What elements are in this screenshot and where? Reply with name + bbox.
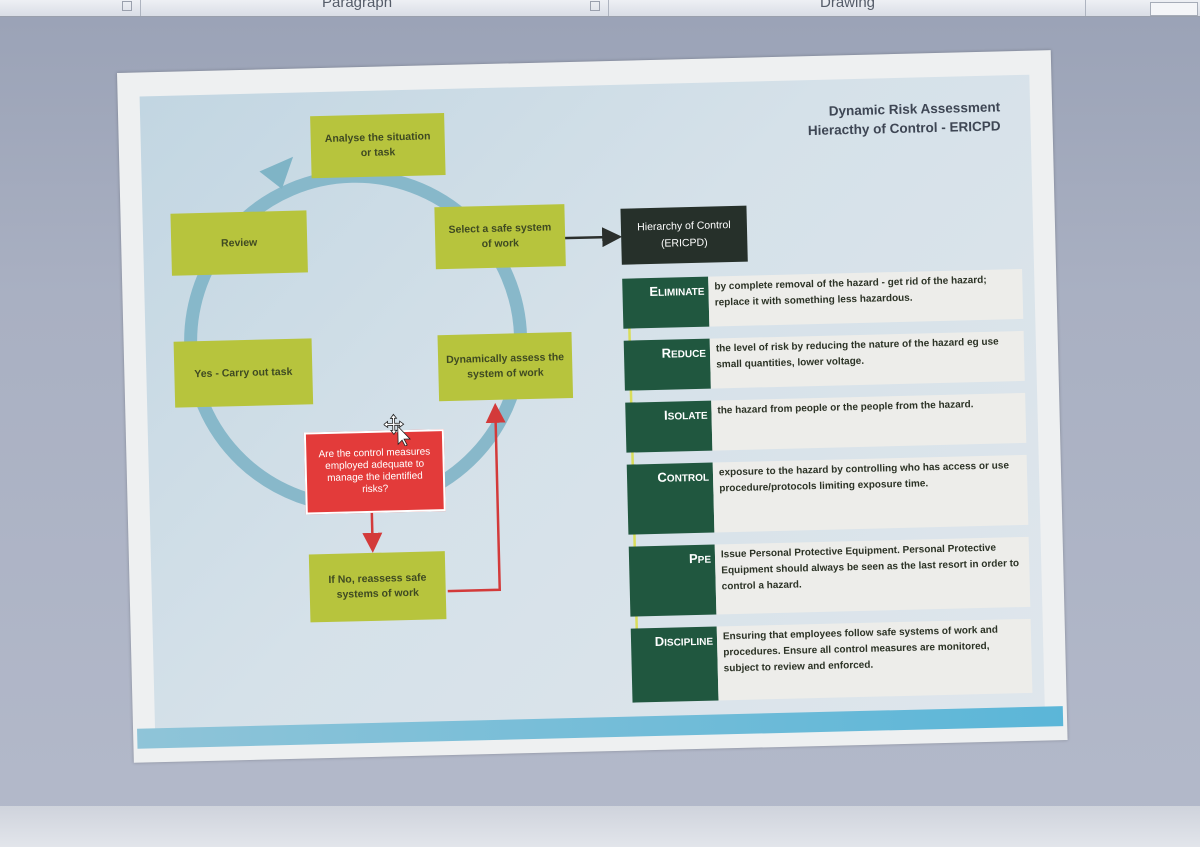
label-initial: P [688,550,698,567]
hierarchy-description: exposure to the hazard by controlling wh… [712,454,1029,533]
hierarchy-row-discipline: DISCIPLINE Ensuring that employees follo… [630,618,1033,703]
ribbon-button[interactable] [1150,2,1198,16]
node-question-text: Are the control measures employed adequa… [318,446,431,496]
hierarchy-description: the hazard from people or the people fro… [711,392,1027,451]
label-rest: ISCIPLINE [664,636,714,649]
hierarchy-header-line-1: Hierarchy of Control [637,219,731,234]
arrow-reassess-to-assess [447,402,506,593]
node-review: Review [170,210,308,276]
node-reassess-text: If No, reassess safe systems of work [328,571,427,601]
hierarchy-row-ppe: PPE Issue Personal Protective Equipment.… [628,536,1031,617]
label-rest: EDUCE [670,348,707,361]
node-review-text: Review [220,236,258,250]
hierarchy-header: Hierarchy of Control (ERICPD) [620,205,748,265]
label-initial: C [657,469,668,485]
hierarchy-label: REDUCE [623,338,711,391]
slide: Dynamic Risk Assessment Hieracthy of Con… [117,50,1068,763]
label-initial: R [661,345,672,361]
node-analyse: Analyse the situation or task [310,113,446,179]
ribbon-separator [140,0,141,16]
slide-content: Dynamic Risk Assessment Hieracthy of Con… [139,74,1045,737]
hierarchy-description: by complete removal of the hazard - get … [708,268,1024,327]
hierarchy-description: Ensuring that employees follow safe syst… [716,618,1033,701]
label-rest: PE [697,554,712,566]
node-carry-out: Yes - Carry out task [173,338,314,408]
hierarchy-row-reduce: REDUCE the level of risk by reducing the… [623,330,1025,391]
label-rest: SOLATE [667,410,708,423]
hierarchy-label: DISCIPLINE [630,626,719,703]
node-carry-out-text: Yes - Carry out task [194,365,293,380]
label-rest: ONTROL [666,472,710,485]
node-reassess: If No, reassess safe systems of work [308,551,447,623]
hierarchy-label: ELIMINATE [622,276,710,329]
hierarchy-description: the level of risk by reducing the nature… [709,330,1025,389]
dialog-launcher-icon[interactable] [122,1,132,11]
ribbon-group-drawing: Drawing [820,0,876,11]
node-dynamically-assess: Dynamically assess the system of work [437,331,574,402]
ribbon-group-paragraph: Paragraph [322,0,393,11]
label-initial: E [649,283,659,300]
node-dynamically-assess-text: Dynamically assess the system of work [446,351,565,381]
hierarchy-row-eliminate: ELIMINATE by complete removal of the haz… [622,268,1024,329]
ribbon-separator [608,0,609,16]
hierarchy-label: CONTROL [626,462,715,535]
hierarchy-row-isolate: ISOLATE the hazard from people or the pe… [625,392,1027,453]
node-analyse-text: Analyse the situation or task [324,130,431,160]
arrow-select-to-hierarchy [557,227,623,248]
hierarchy-label: PPE [628,544,717,617]
label-rest: LIMINATE [657,286,705,299]
dialog-launcher-icon[interactable] [590,1,600,11]
label-initial: D [654,633,665,650]
move-cursor-icon [383,413,411,447]
app-ribbon: Paragraph Drawing [0,0,1200,17]
ribbon-separator [1085,0,1086,16]
slide-image[interactable]: Dynamic Risk Assessment Hieracthy of Con… [117,50,1068,763]
node-question: Are the control measures employed adequa… [303,429,446,515]
hierarchy-label: ISOLATE [625,400,713,453]
hierarchy-row-control: CONTROL exposure to the hazard by contro… [626,454,1029,535]
status-area [0,806,1200,847]
node-select-text: Select a safe system of work [448,221,552,251]
cycle-arrow-head [259,156,294,190]
hierarchy-header-line-2: (ERICPD) [660,236,708,250]
hierarchy-description: Issue Personal Protective Equipment. Per… [714,536,1031,615]
node-select: Select a safe system of work [434,204,566,270]
